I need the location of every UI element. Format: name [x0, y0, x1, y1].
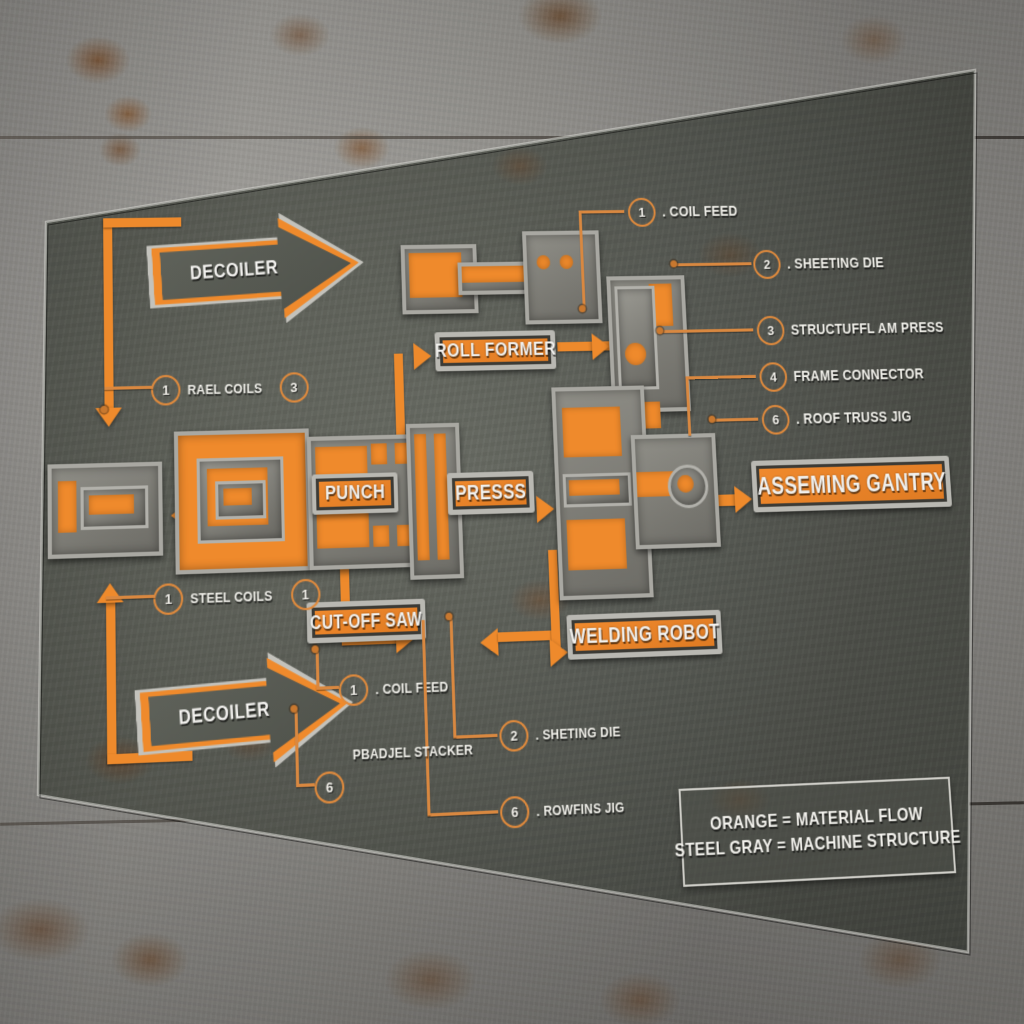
- callout-text: . COIL FEED: [661, 202, 739, 221]
- leader-dot-right-2: [670, 260, 678, 268]
- flow-arrow-right-sheeting: [591, 333, 610, 360]
- callout-right-6: 6 . ROOF TRUSS JIG: [761, 401, 928, 435]
- cut-off-saw-label: CUT-OFF SAW: [309, 607, 423, 634]
- badge-number: 4: [758, 362, 788, 393]
- leader-right-2: [676, 262, 752, 267]
- callout-text: . COIL FEED: [375, 678, 449, 698]
- leader-right-6: [712, 417, 759, 422]
- leader-dot-right-3: [656, 327, 664, 335]
- machine-uncoiler: [41, 453, 164, 560]
- punch-label: PUNCH: [324, 481, 386, 505]
- rail-coils-text: RAEL COILS: [187, 380, 263, 398]
- callout-bottom-6: 6 . ROWFINS JIG: [499, 791, 638, 829]
- badge-number: 1: [150, 374, 181, 406]
- badge-number: 1: [338, 673, 369, 707]
- flow-saw-return: [497, 630, 556, 643]
- badge-number: 6: [761, 404, 791, 435]
- steel-coils-text: STEEL COILS: [190, 587, 273, 607]
- leader-right-4: [685, 374, 756, 380]
- badge-number: 6: [314, 770, 345, 805]
- leader-right-3: [662, 328, 754, 334]
- badge-number-right: 1: [290, 578, 321, 611]
- flow-arrow-right-welding: [549, 638, 569, 667]
- leader-right-1: [578, 210, 625, 214]
- leader-bottom-6d: [296, 783, 315, 788]
- callout-text: . ROOF TRUSS JIG: [795, 407, 913, 428]
- panel-stacker-label: PBADJEL STACKER: [352, 741, 474, 763]
- flow-left-lower-spine: [106, 602, 117, 764]
- process-box-cut-off-saw[interactable]: CUT-OFF SAW: [306, 598, 427, 644]
- process-box-punch[interactable]: PUNCH: [311, 472, 399, 515]
- leader-bottom-6: [427, 810, 499, 817]
- process-box-welding-robot[interactable]: WELDING ROBOT: [566, 609, 723, 660]
- callout-right-4: 4 FRAME CONNECTOR: [758, 359, 943, 393]
- badge-number: 1: [153, 582, 184, 616]
- leader-rail-coils: [104, 385, 154, 390]
- flow-arrow-right-rollformer: [413, 342, 432, 370]
- welding-robot-label: WELDING ROBOT: [568, 619, 721, 649]
- decoiler-arrow-top[interactable]: DECOILER: [145, 207, 368, 333]
- leader-dot-right-1: [578, 305, 586, 313]
- flow-arrow-up-left: [96, 582, 124, 604]
- process-box-assembly-gantry[interactable]: ASSEMING GANTRY: [750, 455, 953, 513]
- assembly-gantry-label: ASSEMING GANTRY: [756, 467, 947, 500]
- callout-bottom-1: 1 . COIL FEED: [338, 670, 458, 707]
- callout-right-1: 1 . COIL FEED: [627, 197, 748, 227]
- badge-number: 2: [498, 719, 530, 753]
- flow-arrow-left-saw: [479, 628, 499, 657]
- callout-bottom-6b: 6: [314, 770, 352, 805]
- machine-roll-former: [400, 224, 603, 325]
- callout-bottom-2: 2 . SHETING DIE: [498, 715, 633, 753]
- badge-number: 3: [756, 315, 786, 346]
- leader-dot-right-6: [708, 415, 716, 423]
- badge-number: 6: [499, 795, 530, 829]
- flow-left-spine: [103, 218, 114, 413]
- flow-arrow-down-left: [95, 407, 123, 428]
- decoiler-arrow-bottom[interactable]: DECOILER: [133, 645, 358, 782]
- legend-box: ORANGE = MATERIAL FLOW STEEL GRAY = MACH…: [674, 776, 961, 887]
- badge-number: 2: [752, 249, 782, 280]
- leader-bottom-6b: [421, 620, 431, 816]
- badge-number: 1: [627, 197, 657, 227]
- process-box-presss[interactable]: PRESSS: [446, 470, 535, 516]
- inline-label-steel-coils: 1 STEEL COILS 1: [153, 578, 321, 616]
- inline-label-rail-coils: 1 RAEL COILS 3: [150, 372, 309, 406]
- callout-right-2: 2 . SHEETING DIE: [752, 248, 898, 280]
- machine-concentric-press: [173, 428, 312, 575]
- callout-text: STRUCTUFFL AM PRESS: [790, 318, 945, 339]
- callout-right-3: 3 STRUCTUFFL AM PRESS: [756, 312, 965, 346]
- callout-text: . SHEETING DIE: [786, 254, 885, 273]
- process-box-roll-former[interactable]: ROLL FORMER: [434, 330, 557, 372]
- flow-arrow-right-gantry: [734, 485, 753, 513]
- roll-former-label: ROLL FORMER: [434, 338, 557, 363]
- leader-steel-coils: [105, 594, 156, 600]
- callout-text: FRAME CONNECTOR: [793, 365, 925, 386]
- badge-number-right: 3: [278, 372, 309, 403]
- callout-text: . ROWFINS JIG: [535, 798, 625, 820]
- diagram-content: DECOILER DECOILER ROLL FORMER PUNCH PRES…: [40, 115, 995, 986]
- leader-bottom-2: [453, 733, 498, 739]
- presss-label: PRESSS: [454, 479, 527, 505]
- callout-text: . SHETING DIE: [535, 723, 621, 744]
- machine-central-press: [540, 384, 724, 601]
